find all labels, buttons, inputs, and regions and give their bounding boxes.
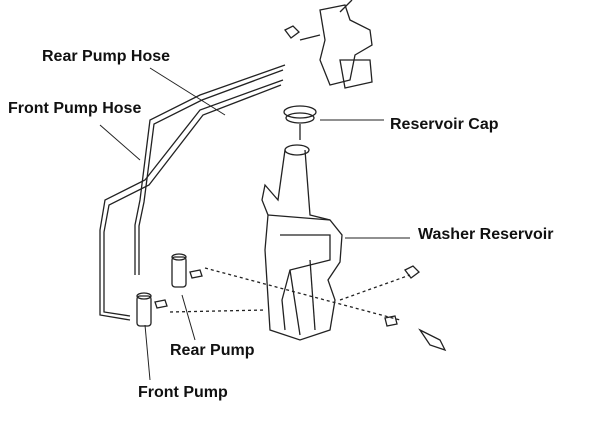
rear-pump-hose xyxy=(134,64,286,275)
reservoir-cap xyxy=(283,105,317,140)
label-front-pump: Front Pump xyxy=(138,384,228,401)
label-front-pump-hose: Front Pump Hose xyxy=(8,100,142,117)
label-rear-pump-hose: Rear Pump Hose xyxy=(42,48,171,65)
bolts xyxy=(384,265,447,352)
leader-lines xyxy=(99,67,410,381)
front-pump-hose xyxy=(99,79,284,321)
rear-pump xyxy=(171,253,203,288)
front-pump xyxy=(136,292,168,327)
mounting-lines xyxy=(169,267,411,321)
washer-reservoir xyxy=(261,144,343,341)
label-rear-pump: Rear Pump xyxy=(170,342,255,359)
nozzle-bracket xyxy=(284,0,373,89)
label-reservoir-cap: Reservoir Cap xyxy=(390,116,499,133)
label-washer-reservoir: Washer Reservoir xyxy=(418,226,554,243)
